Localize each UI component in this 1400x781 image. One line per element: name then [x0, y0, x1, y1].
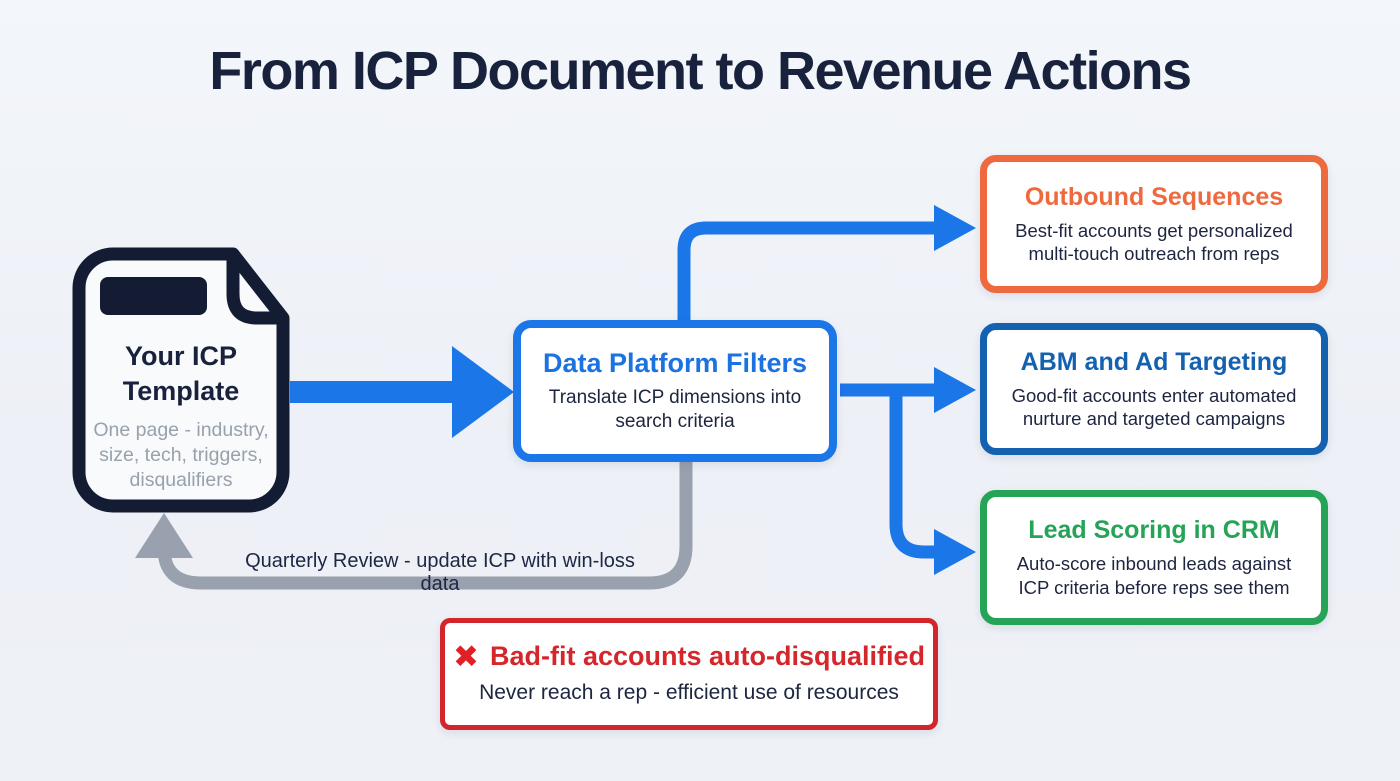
- page-title: From ICP Document to Revenue Actions: [209, 41, 1192, 101]
- document-text: Your ICP Template One page - industry, s…: [84, 339, 278, 493]
- abm-targeting-node: ABM and Ad Targeting Good-fit accounts e…: [980, 323, 1328, 455]
- arrow-to-outbound: [677, 205, 976, 324]
- document-subtitle: One page - industry, size, tech, trigger…: [93, 419, 269, 491]
- arrow-doc-to-filters: [290, 346, 514, 438]
- document-header-bar: [100, 277, 207, 315]
- arrow-to-lead-scoring: [889, 392, 976, 575]
- outbound-sequences-title: Outbound Sequences: [1024, 182, 1284, 211]
- feedback-loop-arrow: [135, 458, 693, 590]
- lead-scoring-subtitle: Auto-score inbound leads against ICP cri…: [1016, 553, 1292, 598]
- feedback-loop-label: Quarterly Review - update ICP with win-l…: [245, 550, 635, 595]
- icp-document-node: Your ICP Template One page - industry, s…: [72, 247, 290, 513]
- outbound-sequences-node: Outbound Sequences Best-fit accounts get…: [980, 155, 1328, 293]
- filter-box-subtitle: Translate ICP dimensions into search cri…: [548, 387, 802, 432]
- x-icon: ✖: [452, 639, 479, 675]
- document-icon: [72, 247, 290, 513]
- arrow-to-abm: [840, 367, 976, 413]
- abm-targeting-subtitle: Good-fit accounts enter automated nurtur…: [1011, 384, 1297, 429]
- outbound-sequences-subtitle: Best-fit accounts get personalized multi…: [1015, 219, 1293, 264]
- disqualified-title: Bad-fit accounts auto-disqualified: [489, 641, 925, 672]
- abm-targeting-title: ABM and Ad Targeting: [1020, 347, 1288, 376]
- lead-scoring-title: Lead Scoring in CRM: [1028, 516, 1280, 545]
- filter-box-title: Data Platform Filters: [542, 348, 808, 379]
- filter-box-node: Data Platform Filters Translate ICP dime…: [513, 320, 837, 462]
- disqualified-subtitle: Never reach a rep - efficient use of res…: [479, 681, 899, 705]
- lead-scoring-node: Lead Scoring in CRM Auto-score inbound l…: [980, 490, 1328, 625]
- disqualified-node: ✖ Bad-fit accounts auto-disqualified Nev…: [440, 618, 938, 730]
- document-title: Your ICP Template: [122, 341, 240, 406]
- disqualified-title-row: ✖ Bad-fit accounts auto-disqualified: [453, 641, 925, 672]
